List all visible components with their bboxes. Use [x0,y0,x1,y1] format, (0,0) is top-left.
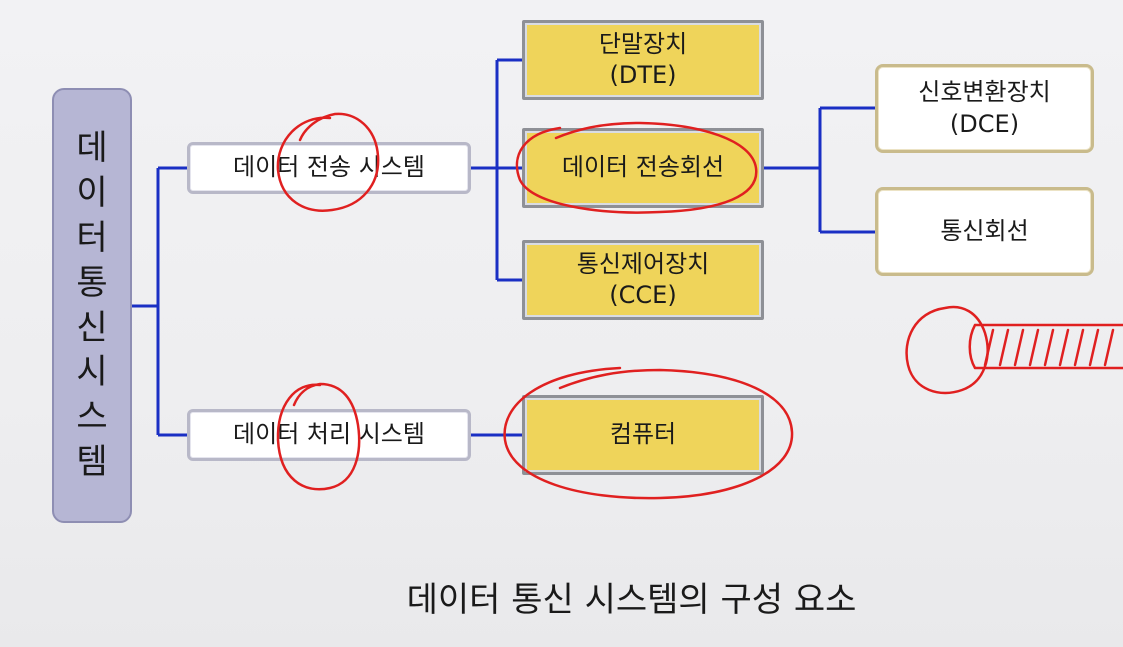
root-char: 템 [76,442,108,483]
root-char: 통 [76,262,108,303]
diagram-caption: 데이터 통신 시스템의 구성 요소 [406,580,857,620]
transmission-line-label: 데이터 전송회선 [561,153,725,182]
dte-abbr: (DTE) [609,61,677,89]
dte-label: 단말장치 [598,29,688,58]
comm-line-label: 통신회선 [940,216,1029,245]
connector-transmission [471,58,522,282]
dce-label: 신호변환장치 [918,78,1051,107]
transmission-system-label: 데이터 전송 시스템 [233,153,425,182]
root-char: 신 [76,307,108,348]
root-char: 이 [76,172,108,213]
dce-node: 신호변환장치 (DCE) [875,64,1094,153]
transmission-system-node: 데이터 전송 시스템 [187,142,471,194]
connector-line [764,106,875,234]
cce-label: 통신제어장치 [576,249,710,278]
comm-line-node: 통신회선 [875,187,1094,276]
cce-abbr: (CCE) [609,281,677,309]
computer-node: 컴퓨터 [522,395,764,475]
processing-system-node: 데이터 처리 시스템 [187,409,471,461]
dce-abbr: (DCE) [949,109,1020,138]
root-node: 데 이 터 통 신 시 스 템 [52,88,132,523]
root-char: 시 [76,352,108,393]
root-char: 데 [76,128,108,168]
computer-label: 컴퓨터 [609,420,677,449]
dte-node: 단말장치 (DTE) [522,20,764,100]
root-char: 스 [76,397,108,438]
transmission-line-node: 데이터 전송회선 [522,128,764,208]
root-char: 터 [76,217,108,258]
connector-root-trunk [132,166,187,437]
cce-node: 통신제어장치 (CCE) [522,240,764,320]
processing-system-label: 데이터 처리 시스템 [233,420,425,449]
